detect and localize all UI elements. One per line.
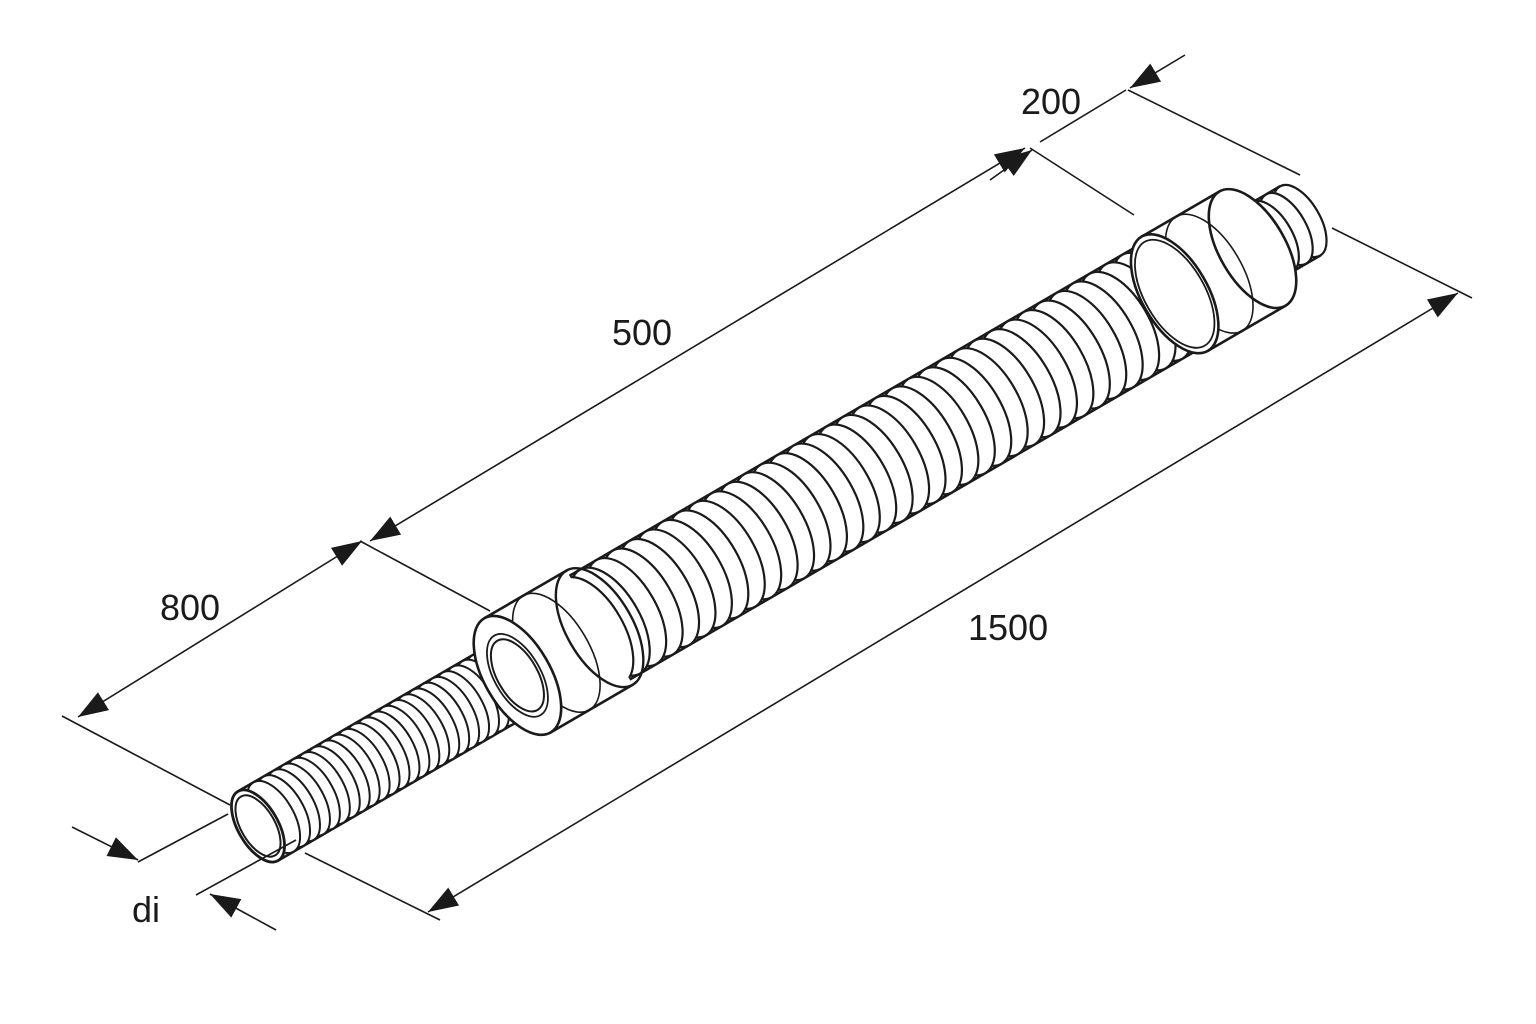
- dimension-label-200: 200: [1021, 81, 1081, 122]
- pipe-open-end-inner: [234, 794, 282, 858]
- dimension-arrow-200-left: [989, 149, 1033, 181]
- extension-line-start: [61, 715, 231, 806]
- dimension-arrow-di-right: [209, 893, 277, 931]
- extension-line-di-bottom: [195, 839, 297, 896]
- dimension-label-di: di: [132, 889, 160, 930]
- dimension-line-200: [1039, 89, 1127, 143]
- extension-line-500-200: [1029, 147, 1135, 216]
- extension-line-di-top: [137, 813, 229, 863]
- pipe-body: [230, 183, 1328, 864]
- dimension-label-500: 500: [612, 312, 672, 353]
- extension-line-end: [1127, 89, 1301, 176]
- extension-line-800-500: [359, 540, 491, 612]
- extension-line-overall-start: [304, 852, 441, 921]
- dimension-arrow-200-right: [1129, 54, 1186, 89]
- dimension-lines: [61, 54, 1473, 931]
- dimension-arrow-di-left: [71, 826, 139, 861]
- dimension-line-800: [77, 540, 363, 718]
- dimension-line-1500: [427, 292, 1459, 913]
- dimension-label-800: 800: [160, 587, 220, 628]
- pipe-open-end: [230, 788, 286, 864]
- extension-line-overall-end: [1331, 227, 1473, 299]
- dimension-label-1500: 1500: [968, 607, 1048, 648]
